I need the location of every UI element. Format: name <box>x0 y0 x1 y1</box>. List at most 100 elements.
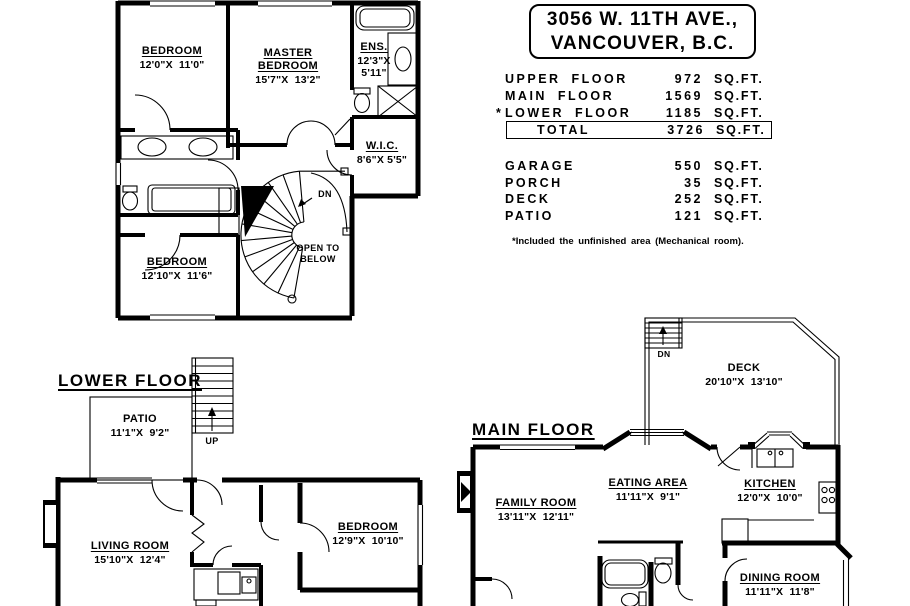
area-name: UPPER FLOOR <box>505 71 628 86</box>
room-label-family-room: FAMILY ROOM 13'11"X 12'11" <box>496 497 577 523</box>
main-floor-door-arcs <box>491 446 748 601</box>
room-dims: 11'1"X 9'2" <box>110 426 170 439</box>
room-dims: 12'9"X 10'10" <box>332 534 404 547</box>
area-unit: SQ.FT. <box>714 105 764 120</box>
room-name: BEDROOM <box>146 256 208 268</box>
room-name: MASTER BEDROOM <box>257 47 319 72</box>
ensuite-fixtures <box>353 5 419 118</box>
area-name: LOWER FLOOR <box>505 105 632 120</box>
area-unit: SQ.FT. <box>714 159 764 174</box>
room-name: DECK <box>727 362 761 374</box>
room-dims: 15'7"X 13'2" <box>255 73 321 86</box>
room-name: KITCHEN <box>744 478 796 490</box>
area-name: PATIO <box>505 208 554 223</box>
lower-floor-heading: LOWER FLOOR <box>58 371 202 390</box>
kitchen-fixtures <box>721 448 837 544</box>
area-name: MAIN FLOOR <box>505 88 615 103</box>
room-dims: 12'0"X 10'0" <box>737 491 803 504</box>
area-unit: SQ.FT. <box>714 88 764 103</box>
room-label-ensuite: ENS. 12'3"X 5'11" <box>350 41 398 80</box>
room-label-kitchen: KITCHEN 12'0"X 10'0" <box>737 478 802 504</box>
main-floor-heading: MAIN FLOOR <box>472 420 595 439</box>
deck-stairs-down-label: DN <box>657 349 671 359</box>
area-value: 252 <box>674 192 703 207</box>
address-line1: 3056 W. 11TH AVE., <box>546 8 739 30</box>
address-line2: VANCOUVER, B.C. <box>550 32 735 54</box>
room-label-patio: PATIO 11'1"X 9'2" <box>111 413 170 439</box>
room-dims: 12'10"X 11'6" <box>141 269 213 282</box>
area-unit: SQ.FT. <box>714 208 764 223</box>
area-value: 1569 <box>665 88 703 103</box>
upper-floor-door-arcs <box>134 94 353 271</box>
deck-outline <box>644 317 840 445</box>
room-name: ENS. <box>360 41 388 53</box>
upper-floor-windows <box>115 0 332 321</box>
room-name: EATING AREA <box>608 477 688 489</box>
room-label-bedroom1: BEDROOM 12'0"X 11'0" <box>140 45 205 71</box>
area-value: 550 <box>674 159 703 174</box>
area-name: PORCH <box>505 175 563 190</box>
area-value: 972 <box>674 71 703 86</box>
area-table: UPPER FLOOR 972 SQ.FT. MAIN FLOOR 1569 S… <box>496 70 764 121</box>
room-name: W.I.C. <box>365 140 399 152</box>
room-dims: 15'10"X 12'4" <box>94 553 166 566</box>
area-value: 1185 <box>665 105 703 120</box>
room-name: LIVING ROOM <box>90 540 170 552</box>
lower-kitchenette-fixtures <box>193 568 259 606</box>
lower-floor-door-arcs <box>151 479 330 566</box>
area-row-total: TOTAL 3726 SQ.FT. <box>507 122 771 139</box>
room-name: PATIO <box>123 413 157 425</box>
room-name: BEDROOM <box>141 45 203 57</box>
area-value: 35 <box>684 175 703 190</box>
area-name: DECK <box>505 192 551 207</box>
area-row-deck: DECK 252 SQ.FT. <box>505 191 764 208</box>
room-dims: 8'6"X 5'5" <box>356 153 408 166</box>
lower-floor-windows <box>97 477 424 565</box>
room-dims: 11'11"X 11'8" <box>745 585 815 598</box>
area-unit: SQ.FT. <box>714 175 764 190</box>
room-label-wic: W.I.C. 8'6"X 5'5" <box>356 140 408 166</box>
room-label-deck: DECK 20'10"X 13'10" <box>705 362 783 388</box>
main-floor-walls <box>457 429 853 606</box>
area-row-porch: PORCH 35 SQ.FT. <box>505 175 764 192</box>
area-name: GARAGE <box>505 159 575 174</box>
extras-table: GARAGE 550 SQ.FT. PORCH 35 SQ.FT. DECK 2… <box>505 158 764 224</box>
stairs-up-label: UP <box>205 436 219 446</box>
room-dims: 13'11"X 12'11" <box>497 510 575 523</box>
area-value: 121 <box>674 208 703 223</box>
staircase-up <box>191 357 234 434</box>
curved-staircase <box>240 167 351 304</box>
dining-bay-window <box>842 558 850 606</box>
room-name: BEDROOM <box>337 521 399 533</box>
room-label-dining-room: DINING ROOM 11'11"X 11'8" <box>740 572 820 598</box>
area-row-garage: GARAGE 550 SQ.FT. <box>505 158 764 175</box>
room-label-living-room: LIVING ROOM 15'10"X 12'4" <box>91 540 169 566</box>
room-dims: 20'10"X 13'10" <box>705 375 783 388</box>
room-label-master-bedroom: MASTER BEDROOM 15'7"X 13'2" <box>246 47 330 86</box>
area-row-upper-floor: UPPER FLOOR 972 SQ.FT. <box>505 70 764 87</box>
total-unit: SQ.FT. <box>716 123 766 137</box>
bay-windows <box>500 428 810 451</box>
room-dims: 11'11"X 9'1" <box>615 490 681 503</box>
area-unit: SQ.FT. <box>714 192 764 207</box>
patio-outline <box>89 396 193 481</box>
area-unit: SQ.FT. <box>714 71 764 86</box>
open-to-below-label: OPEN TO BELOW <box>296 243 340 264</box>
deck-staircase <box>644 317 683 349</box>
room-dims: 12'3"X 5'11" <box>357 54 391 80</box>
room-name: DINING ROOM <box>739 572 821 584</box>
total-label: TOTAL <box>537 123 591 137</box>
address-box: 3056 W. 11TH AVE., VANCOUVER, B.C. <box>529 4 756 59</box>
room-label-bedroom2: BEDROOM 12'10"X 11'6" <box>142 256 213 282</box>
stairs-down-label: DN <box>318 189 332 199</box>
area-row-patio: PATIO 121 SQ.FT. <box>505 208 764 225</box>
footnote-asterisk: * <box>496 105 501 120</box>
room-label-lower-bedroom: BEDROOM 12'9"X 10'10" <box>332 521 403 547</box>
room-label-eating-area: EATING AREA 11'11"X 9'1" <box>609 477 688 503</box>
main-bathroom-fixtures <box>597 540 683 606</box>
area-row-main-floor: MAIN FLOOR 1569 SQ.FT. <box>505 87 764 104</box>
room-name: FAMILY ROOM <box>495 497 577 509</box>
footnote: *Included the unfinished area (Mechanica… <box>512 236 744 247</box>
room-dims: 12'0"X 11'0" <box>139 58 205 71</box>
